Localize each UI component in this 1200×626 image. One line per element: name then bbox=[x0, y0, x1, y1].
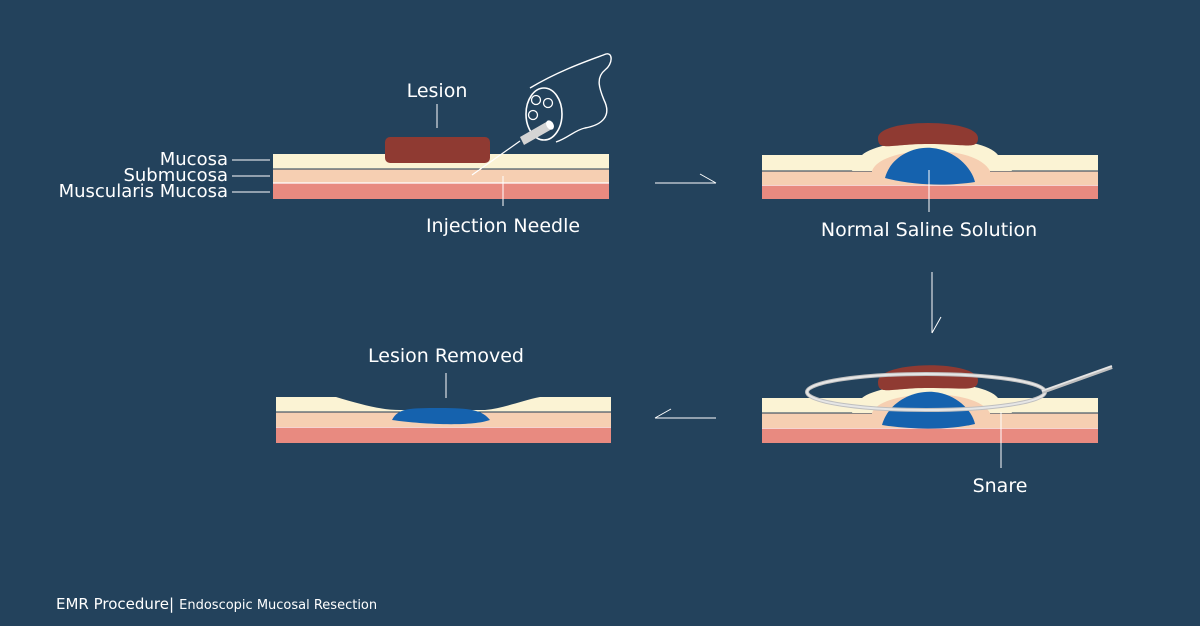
figure-caption: EMR Procedure| Endoscopic Mucosal Resect… bbox=[56, 594, 377, 613]
injection-needle bbox=[471, 140, 521, 176]
endoscope-outline bbox=[529, 53, 612, 143]
step2-lesion bbox=[878, 123, 978, 147]
submucosa-label: Submucosa bbox=[123, 165, 228, 186]
lesion-removed-label: Lesion Removed bbox=[368, 345, 524, 367]
arrow-right-icon bbox=[655, 173, 717, 184]
residual-saline bbox=[392, 408, 490, 425]
saline-label: Normal Saline Solution bbox=[821, 219, 1037, 241]
caption-subtitle: Endoscopic Mucosal Resection bbox=[179, 598, 378, 613]
lesion-block bbox=[385, 137, 490, 163]
injection-needle-label: Injection Needle bbox=[426, 215, 580, 237]
step2-muscularis-layer bbox=[762, 185, 1098, 199]
step-3-snare: Snare bbox=[762, 365, 1113, 497]
step3-lesion bbox=[878, 365, 978, 391]
muscularis-label: Muscularis Mucosa bbox=[59, 181, 228, 202]
endoscope-channel-3 bbox=[527, 109, 539, 121]
arrow-left-icon bbox=[654, 408, 716, 419]
snare-label: Snare bbox=[973, 475, 1028, 497]
needle-sheath-end bbox=[546, 120, 554, 130]
resection-crater bbox=[336, 397, 540, 410]
needle-sheath bbox=[520, 121, 552, 145]
lesion-label: Lesion bbox=[407, 80, 468, 102]
step3-muscularis-layer bbox=[762, 428, 1098, 443]
snare-wire-highlight bbox=[1041, 365, 1113, 392]
endoscope-channel-1 bbox=[530, 94, 542, 106]
snare-wire bbox=[1041, 365, 1113, 394]
step-1-injection: Mucosa Submucosa Muscularis Mucosa Lesio… bbox=[59, 53, 612, 237]
arrow-down-icon bbox=[931, 272, 942, 334]
step4-muscularis-layer bbox=[276, 427, 611, 443]
endoscope-channel-2 bbox=[542, 97, 554, 109]
step-4-lesion-removed: Lesion Removed bbox=[276, 345, 611, 443]
mucosa-label: Mucosa bbox=[160, 149, 228, 170]
step-2-saline-lift: Normal Saline Solution bbox=[762, 123, 1098, 241]
caption-title: EMR Procedure bbox=[56, 595, 169, 613]
step1-submucosa-layer bbox=[273, 169, 609, 183]
caption-separator: | bbox=[168, 595, 175, 613]
saline-bleb bbox=[885, 147, 975, 185]
step1-muscularis-layer bbox=[273, 183, 609, 199]
